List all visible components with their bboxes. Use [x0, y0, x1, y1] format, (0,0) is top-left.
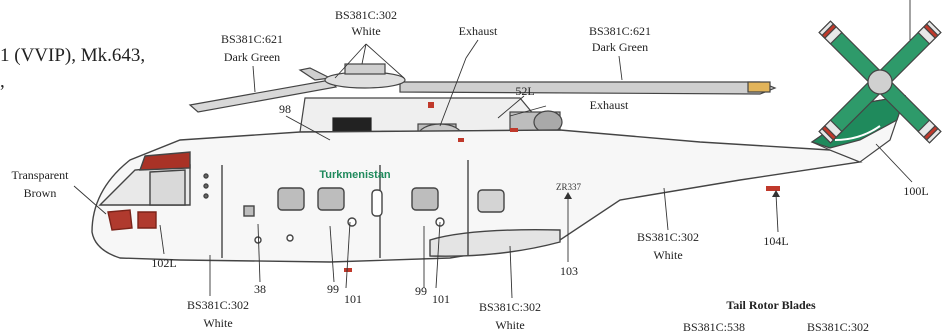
ref-103: 103	[560, 264, 578, 278]
serial-number: ZR337	[556, 182, 582, 192]
ref-99-b: 99	[415, 284, 427, 298]
ref-98: 98	[279, 102, 291, 116]
fuselage-titling: Turkmenistan	[319, 169, 391, 181]
label-dark-green-right: Dark Green	[591, 40, 649, 54]
label-bs-dark-green-right: BS381C:621	[588, 24, 651, 38]
leader-lines	[73, 0, 913, 299]
label-transparent: Transparent	[11, 168, 69, 182]
main-rotor	[188, 63, 777, 113]
ref-52l: 52L	[515, 84, 535, 98]
leader-arrowheads	[564, 190, 780, 199]
fuselage	[91, 129, 863, 263]
header-line-2: ,	[0, 71, 5, 92]
label-bs-white-tailboom: BS381C:302	[636, 230, 699, 244]
ref-38: 38	[254, 282, 266, 296]
label-white-lower-left: White	[203, 316, 233, 330]
ref-102l: 102L	[151, 256, 177, 270]
ref-101-b: 101	[432, 292, 450, 306]
label-bs-dark-green-left: BS381C:621	[220, 32, 283, 46]
label-bs-302-tail: BS381C:302	[806, 320, 869, 334]
label-brown: Brown	[23, 186, 57, 200]
label-bs-538: BS381C:538	[682, 320, 745, 334]
ref-100l: 100L	[903, 184, 929, 198]
label-white-tailboom: White	[653, 248, 683, 262]
tail-rotor	[818, 20, 942, 144]
label-exhaust-right: Exhaust	[589, 98, 629, 112]
ref-99-a: 99	[327, 282, 339, 296]
ref-101-a: 101	[344, 292, 362, 306]
label-dark-green-left: Dark Green	[223, 50, 281, 64]
ref-104l: 104L	[763, 234, 789, 248]
label-bs-white-lower-mid: BS381C:302	[478, 300, 541, 314]
header-line-1: 1 (VVIP), Mk.643,	[0, 45, 146, 66]
label-bs-white-lower-left: BS381C:302	[186, 298, 249, 312]
label-white-top: White	[351, 24, 381, 38]
tail-rotor-blades-title: Tail Rotor Blades	[726, 298, 816, 312]
label-exhaust-top: Exhaust	[458, 24, 498, 38]
label-white-lower-mid: White	[495, 318, 525, 332]
red-markings	[344, 102, 780, 272]
label-bs-white-top: BS381C:302	[334, 8, 397, 22]
